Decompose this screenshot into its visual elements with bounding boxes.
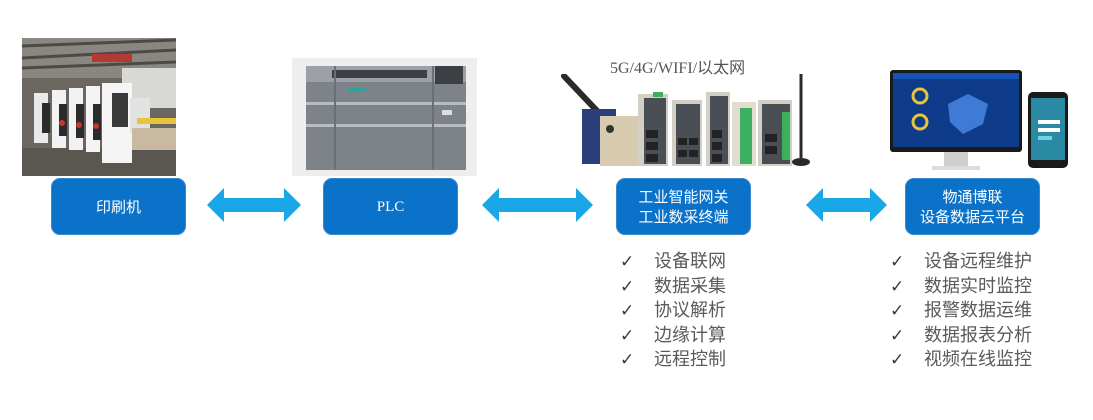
gateway-devices-image (560, 66, 830, 170)
feature-label: 远程控制 (654, 349, 726, 370)
node-cloud-platform: 物通博联 设备数据云平台 (905, 178, 1040, 235)
list-item: ✓ 数据报表分析 (890, 324, 1032, 349)
feature-label: 设备远程维护 (924, 251, 1032, 272)
feature-label: 报警数据运维 (924, 300, 1032, 321)
feature-label: 数据实时监控 (924, 275, 1032, 297)
node-label: PLC (376, 198, 405, 215)
cloud-feature-list: ✓ 设备远程维护 ✓ 数据实时监控 ✓ 报警数据运维 ✓ 数据报表分析 ✓ 视频在线监控 (890, 250, 1032, 373)
list-item: ✓ 数据实时监控 (890, 275, 1032, 300)
node-gateway: 工业智能网关 工业数采终端 (616, 178, 751, 235)
node-label: 印刷机 (95, 197, 141, 216)
list-item: ✓ 远程控制 (620, 348, 726, 373)
check-icon: ✓ (890, 325, 905, 346)
feature-label: 视频在线监控 (924, 349, 1032, 370)
list-item: ✓ 协议解析 (620, 299, 726, 324)
check-icon: ✓ (620, 301, 635, 321)
double-arrow-icon (806, 188, 887, 222)
check-icon: ✓ (890, 350, 905, 370)
list-item: ✓ 设备远程维护 (890, 250, 1032, 275)
plc-image (292, 58, 477, 176)
list-item: ✓ 边缘计算 (620, 324, 726, 349)
printing-machine-image (22, 38, 176, 176)
check-icon: ✓ (620, 325, 635, 346)
node-label-line-1: 工业智能网关 (638, 187, 729, 206)
node-printer: 印刷机 (51, 178, 186, 235)
list-item: ✓ 报警数据运维 (890, 299, 1032, 324)
node-label-line-2: 设备数据云平台 (919, 207, 1025, 226)
list-item: ✓ 设备联网 (620, 250, 726, 275)
double-arrow-icon (482, 188, 593, 222)
feature-label: 边缘计算 (654, 324, 726, 346)
check-icon: ✓ (620, 276, 635, 297)
list-item: ✓ 数据采集 (620, 275, 726, 300)
cloud-dashboard-image (888, 64, 1078, 172)
gateway-connectivity-caption: 5G/4G/WIFI/以太网 (610, 60, 746, 77)
check-icon: ✓ (890, 301, 905, 321)
node-label-line-2: 工业数采终端 (638, 207, 729, 226)
gateway-feature-list: ✓ 设备联网 ✓ 数据采集 ✓ 协议解析 ✓ 边缘计算 ✓ 远程控制 (620, 250, 726, 373)
list-item: ✓ 视频在线监控 (890, 348, 1032, 373)
feature-label: 数据采集 (654, 275, 726, 297)
check-icon: ✓ (890, 276, 905, 297)
feature-label: 设备联网 (654, 251, 726, 272)
node-plc: PLC (323, 178, 458, 235)
check-icon: ✓ (890, 252, 905, 272)
check-icon: ✓ (620, 350, 635, 370)
double-arrow-icon (207, 188, 301, 222)
node-label-line-1: 物通博联 (942, 187, 1003, 206)
feature-label: 数据报表分析 (924, 324, 1032, 346)
check-icon: ✓ (620, 252, 635, 272)
feature-label: 协议解析 (654, 300, 726, 321)
